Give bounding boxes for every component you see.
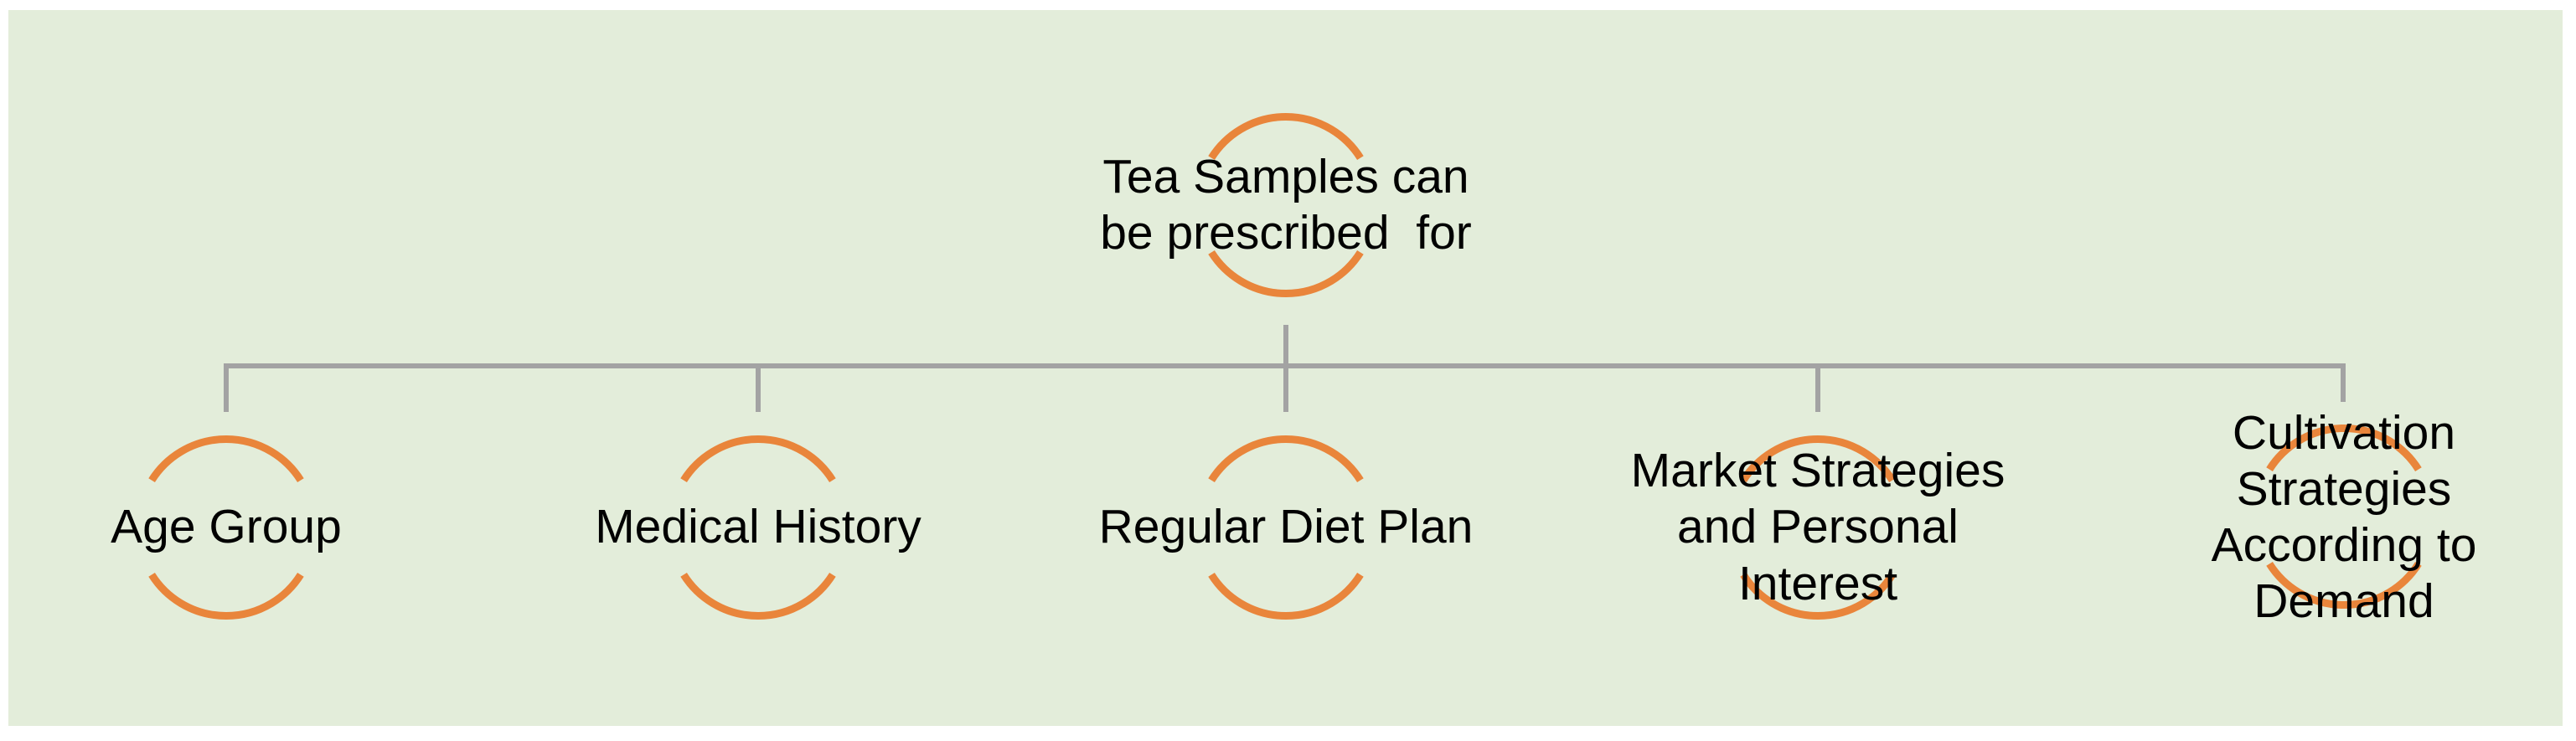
node-root[interactable]: Tea Samples can be prescribed for (951, 121, 1621, 289)
node-cultivation-strategies-according-to-demand[interactable]: Cultivation Strategies According to Dema… (2093, 400, 2576, 635)
node-age-group-label: Age Group (111, 500, 342, 554)
node-regular-diet-plan[interactable]: Regular Diet Plan (1035, 469, 1537, 586)
node-market-strategies-and-personal-interest[interactable]: Market Strategies and Personal Interest (1567, 435, 2069, 620)
node-regular-diet-plan-label: Regular Diet Plan (1098, 500, 1474, 554)
node-age-group[interactable]: Age Group (0, 469, 478, 586)
node-medical-history-label: Medical History (595, 500, 921, 554)
node-medical-history[interactable]: Medical History (507, 469, 1009, 586)
node-market-strategies-and-personal-interest-label: Market Strategies and Personal Interest (1630, 444, 2006, 610)
node-cultivation-strategies-according-to-demand-label: Cultivation Strategies According to Dema… (2211, 405, 2477, 629)
node-root-label: Tea Samples can be prescribed for (1100, 149, 1472, 260)
